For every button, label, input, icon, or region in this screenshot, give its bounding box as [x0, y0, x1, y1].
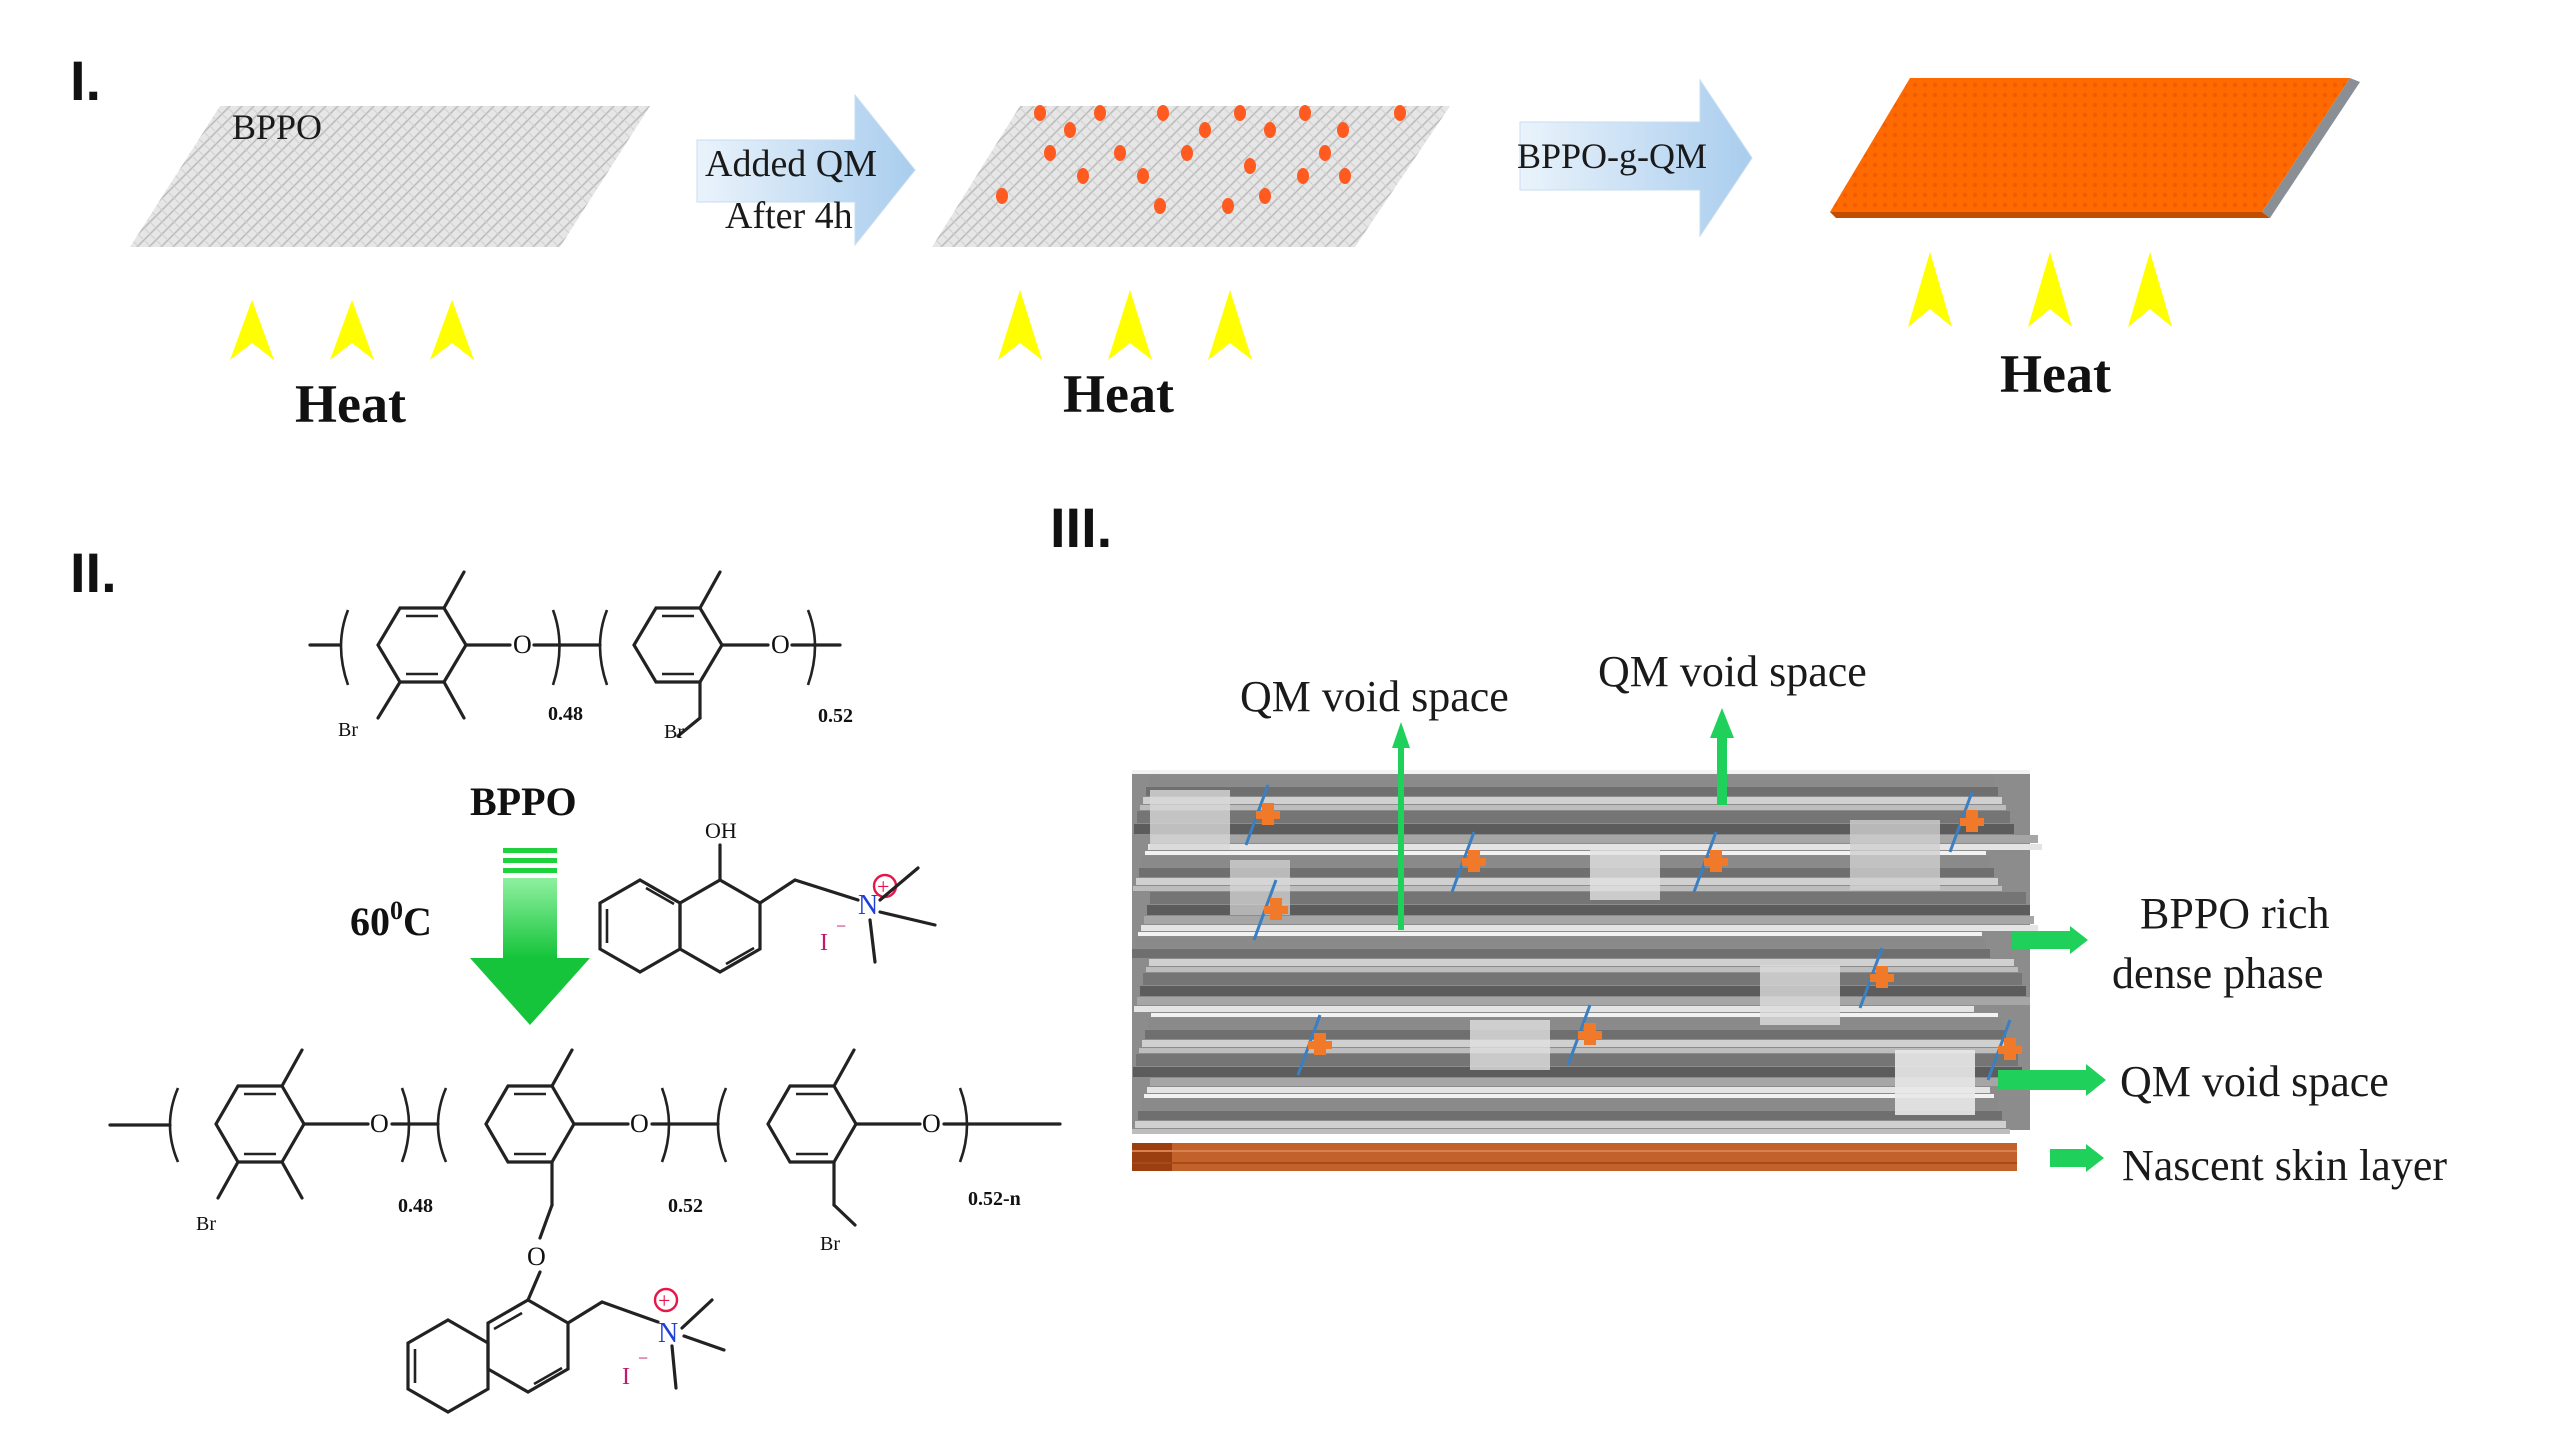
svg-text:0.52: 0.52: [668, 1195, 703, 1217]
heat-arrows-1: [230, 300, 474, 360]
svg-text:0.48: 0.48: [548, 703, 583, 725]
bppo-g-qm-membrane: [1830, 78, 2350, 212]
process-arrow-added-qm: [696, 93, 916, 247]
reagent-label: BPPO: [470, 779, 577, 824]
membrane-cross-section: [1132, 770, 2046, 1171]
skin-layer-pointer: [2050, 1144, 2104, 1172]
qm-nitrogen: N: [858, 890, 878, 921]
label-void-top-1: QM void space: [1240, 672, 1509, 721]
arrow1-line1: Added QM: [705, 143, 877, 185]
svg-text:OH: OH: [705, 818, 737, 843]
membrane-bottom-edge: [1830, 212, 2270, 218]
svg-text:O: O: [370, 1109, 389, 1138]
qm-dots: [996, 105, 1406, 214]
svg-text:Br: Br: [664, 721, 684, 743]
dense-phase-pointer: [2012, 926, 2088, 954]
void-pointer-up-1: [1392, 722, 1410, 930]
svg-text:O: O: [922, 1109, 941, 1138]
heat-label-3: Heat: [2000, 344, 2111, 404]
svg-text:0.52: 0.52: [818, 705, 853, 727]
membrane-edge: [2262, 78, 2360, 218]
heat-arrows-3: [1908, 252, 2172, 327]
panel-II-label: II.: [70, 541, 117, 604]
reaction-arrow: [470, 848, 590, 1025]
panel-I-label: I.: [70, 49, 101, 112]
label-void-top-2: QM void space: [1598, 647, 1867, 696]
svg-text:Br: Br: [196, 1213, 216, 1235]
heat-label-1: Heat: [295, 374, 406, 434]
process-arrow-bppo-g-qm: [1519, 78, 1753, 238]
svg-text:Br: Br: [820, 1233, 840, 1255]
qm-iodide: I: [820, 930, 828, 956]
arrow1-line2: After 4h: [725, 195, 853, 237]
svg-text:0.48: 0.48: [398, 1195, 433, 1217]
nascent-skin-layer: [1132, 1143, 2017, 1171]
label-dense-line2: dense phase: [2112, 949, 2323, 998]
svg-text:I: I: [622, 1364, 630, 1390]
arrow2-label: BPPO-g-QM: [1517, 136, 1707, 176]
bppo-structure: Br O 0.48 Br O 0.52: [308, 570, 853, 743]
label-skin-layer: Nascent skin layer: [2122, 1141, 2447, 1190]
product-structure: Br O 0.48 O O 0.52 Br O 0.52-n: [108, 1048, 1062, 1414]
heat-arrows-2: [998, 290, 1252, 360]
label-dense-line1: BPPO rich: [2140, 889, 2329, 938]
heat-label-2: Heat: [1063, 364, 1174, 424]
svg-text:−: −: [836, 916, 846, 936]
bppo-qm-sheet: [932, 106, 1450, 247]
void-pointer-up-2: [1710, 708, 1734, 805]
svg-text:O: O: [771, 630, 790, 659]
svg-text:0.52-n: 0.52-n: [968, 1188, 1021, 1210]
qm-markers: [1244, 784, 2022, 1081]
void-pointer-right: [1998, 1064, 2106, 1096]
svg-text:O: O: [630, 1109, 649, 1138]
bppo-sheet: [130, 106, 650, 247]
svg-text:N: N: [658, 1318, 678, 1349]
svg-text:O: O: [527, 1242, 546, 1271]
label-void-right: QM void space: [2120, 1057, 2389, 1106]
qm-structure: OH N + I −: [598, 818, 937, 974]
panel-III-label: III.: [1050, 496, 1112, 559]
svg-text:+: +: [658, 1288, 670, 1313]
bppo-sheet-label: BPPO: [232, 107, 322, 147]
svg-text:Br: Br: [338, 719, 358, 741]
reaction-temperature: 600C: [350, 896, 432, 944]
svg-text:O: O: [513, 630, 532, 659]
svg-text:−: −: [638, 1348, 648, 1368]
